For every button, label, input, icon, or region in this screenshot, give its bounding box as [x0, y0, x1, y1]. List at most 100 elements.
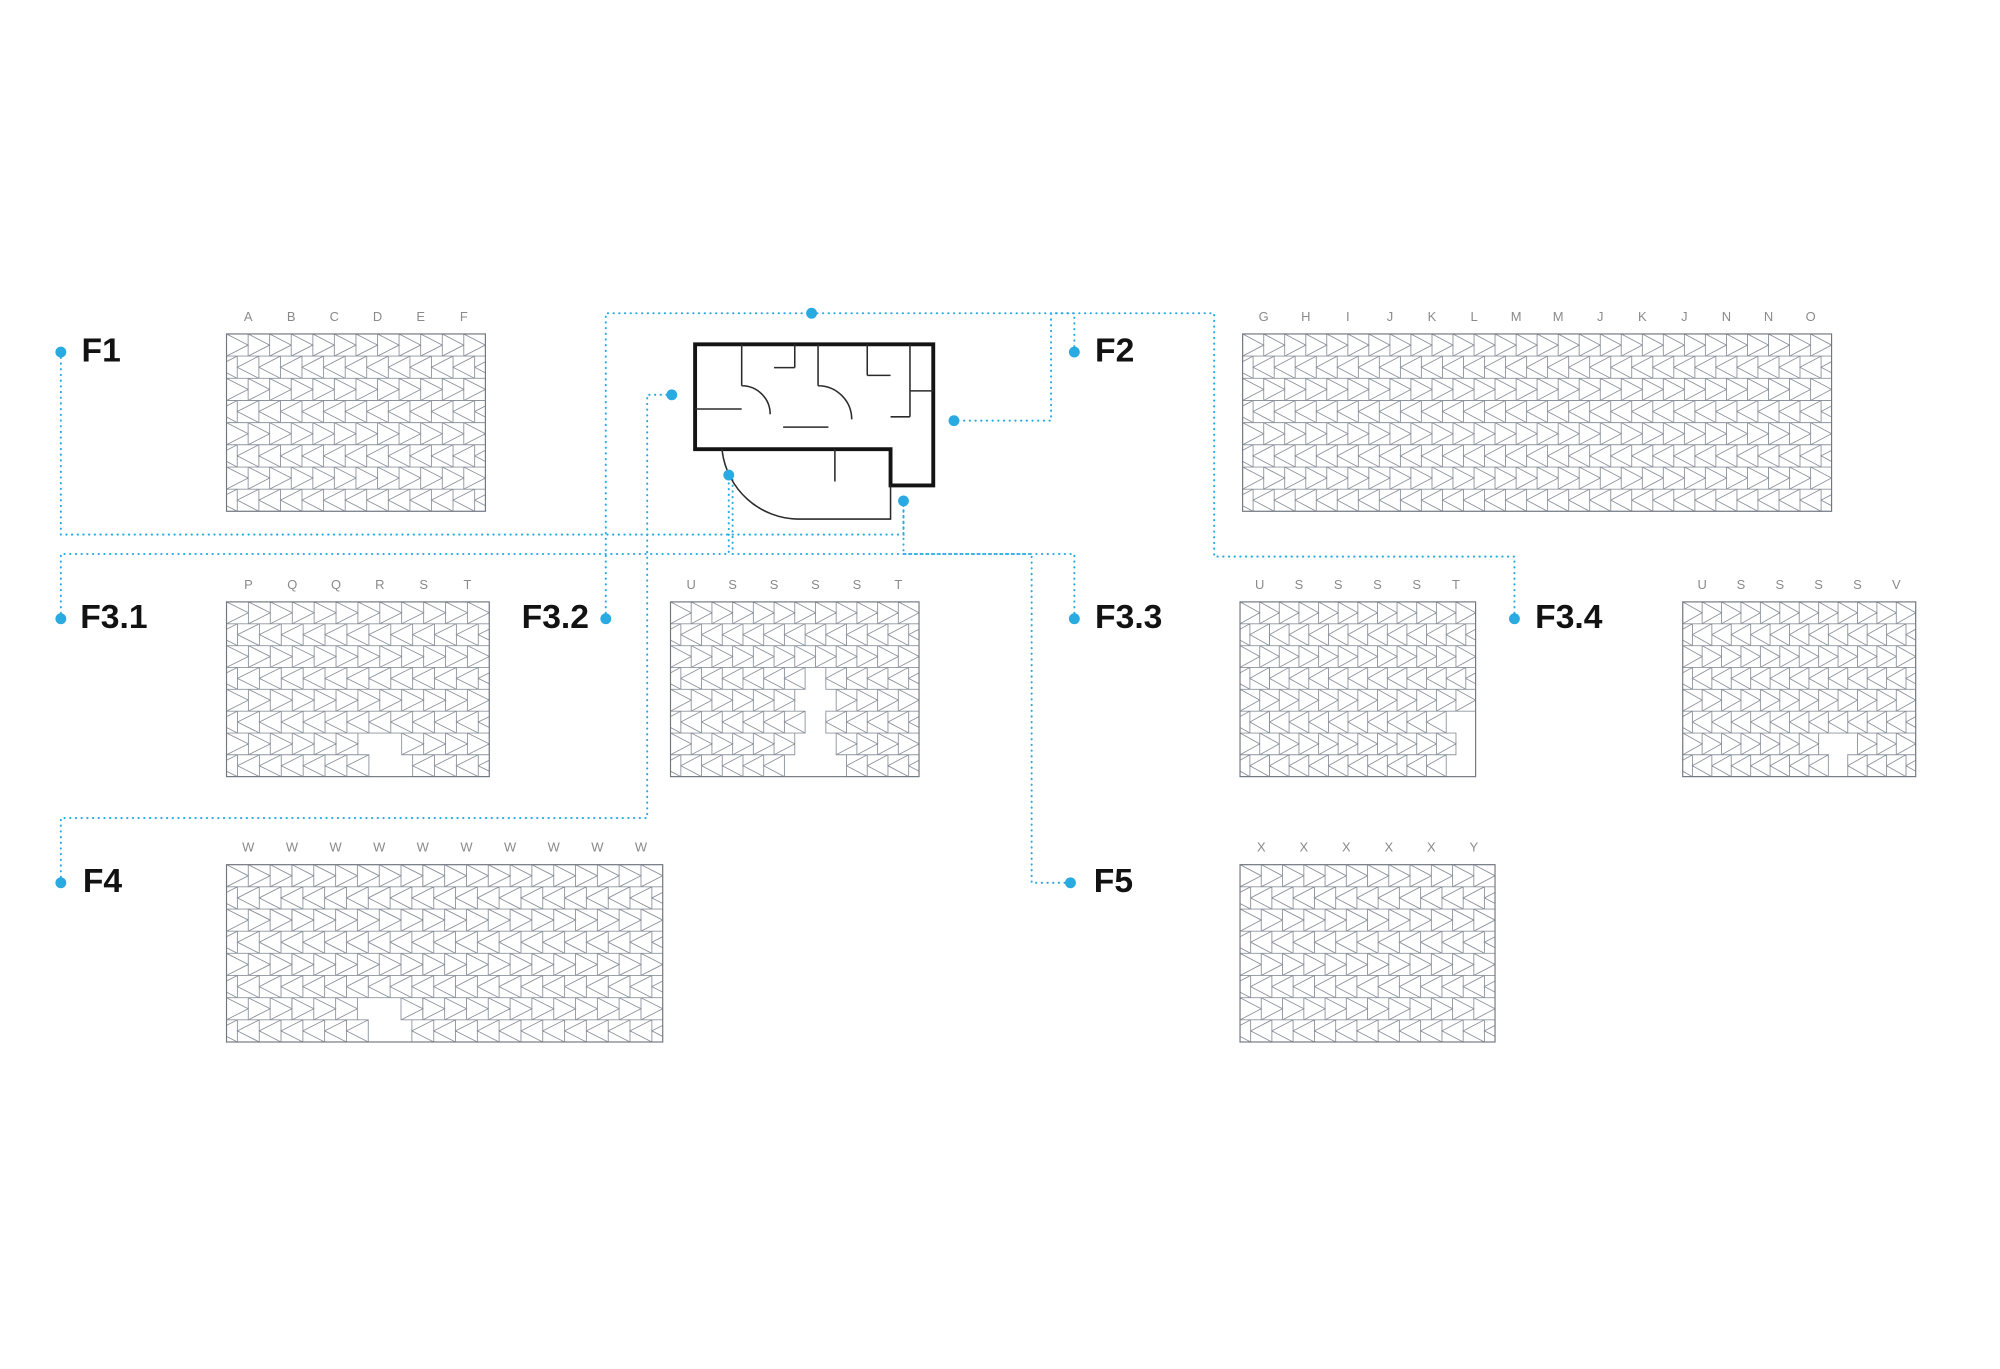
column-letter: C	[330, 309, 339, 324]
column-letter: M	[1553, 309, 1564, 324]
plan-dot	[898, 495, 909, 507]
column-letter: S	[1412, 577, 1421, 592]
floor-plan	[693, 342, 936, 520]
column-letter: U	[687, 577, 696, 592]
column-letter: W	[242, 840, 255, 855]
column-letter: W	[417, 840, 430, 855]
column-letter: Q	[331, 577, 341, 592]
facade-label-f3-3: F3.3	[1095, 597, 1163, 636]
leader-dot-f4	[55, 877, 67, 889]
column-letter: W	[548, 840, 561, 855]
facade-label-f4: F4	[82, 861, 123, 900]
facade-panels	[1240, 601, 1476, 777]
leader-line-F3.2	[604, 312, 809, 620]
facade-label-f3-2: F3.2	[521, 597, 589, 636]
column-letter: S	[1775, 577, 1784, 592]
floor-plan-lower-extension	[721, 449, 892, 520]
leader-dot-f2	[1068, 346, 1080, 358]
leader-dot-f3-4	[1509, 613, 1520, 625]
floor-plan-outer-walls	[693, 342, 936, 488]
facade-panels	[1240, 864, 1496, 1042]
facade-label-f2: F2	[1095, 330, 1135, 370]
column-letter: P	[244, 577, 253, 592]
facade-panels	[670, 601, 920, 777]
facade-panels	[226, 864, 663, 1042]
facade-panels	[1682, 601, 1916, 777]
column-letter: S	[853, 577, 862, 592]
facade-label-f3-1: F3.1	[80, 597, 148, 636]
facade-outline	[225, 601, 490, 778]
leader-dot-f5	[1065, 877, 1076, 889]
leader-dot-f3-3	[1068, 613, 1080, 625]
column-letter: M	[1511, 309, 1522, 324]
leader-line-F5	[731, 477, 1072, 884]
column-letter: L	[1470, 309, 1477, 324]
column-letter: V	[1892, 577, 1901, 592]
column-letter: X	[1342, 840, 1351, 855]
column-letter: Y	[1469, 840, 1478, 855]
leader-line-F3.1	[59, 477, 730, 620]
column-letter: S	[1737, 577, 1746, 592]
column-letter: S	[770, 577, 779, 592]
facade-panels	[226, 601, 490, 777]
column-letter: W	[591, 840, 604, 855]
column-letter: J	[1681, 309, 1687, 324]
column-letter: K	[1638, 309, 1647, 324]
column-letter: S	[728, 577, 737, 592]
column-letter: A	[244, 309, 253, 324]
leader-dot-f3-1	[55, 613, 67, 625]
column-letter: S	[1853, 577, 1862, 592]
column-letter: E	[416, 309, 425, 324]
facade-outline	[225, 333, 486, 512]
column-letter: J	[1387, 309, 1393, 324]
leader-dot-f3-2	[600, 613, 612, 625]
column-letter: O	[1806, 309, 1816, 324]
column-letter: J	[1597, 309, 1603, 324]
column-letter: S	[1814, 577, 1823, 592]
column-letter: S	[419, 577, 428, 592]
column-letter: X	[1384, 840, 1393, 855]
column-letter: K	[1428, 309, 1437, 324]
facade-outline	[1239, 601, 1477, 778]
facade-label-f1: F1	[81, 330, 121, 370]
facade-panels	[1242, 333, 1832, 512]
column-letter: S	[811, 577, 820, 592]
column-letter: D	[373, 309, 382, 324]
column-letter: Q	[287, 577, 297, 592]
column-letter: T	[894, 577, 902, 592]
facade-outline	[1242, 333, 1833, 512]
column-letter: W	[504, 840, 517, 855]
column-letter: N	[1764, 309, 1773, 324]
facade-outline	[1682, 601, 1917, 778]
column-letter: W	[373, 840, 386, 855]
leader-dots-layer	[55, 307, 1520, 889]
plan-dot	[666, 389, 678, 401]
facade-outline	[669, 601, 920, 778]
column-letter: R	[375, 577, 384, 592]
column-letter: U	[1255, 577, 1264, 592]
facade-outline	[225, 864, 664, 1043]
column-letter: S	[1334, 577, 1343, 592]
column-letter: T	[1452, 577, 1460, 592]
facade-panels	[226, 333, 486, 512]
column-letter: S	[1373, 577, 1382, 592]
leader-line-F3.3	[902, 505, 1076, 620]
column-letter: X	[1257, 840, 1266, 855]
column-letter: W	[460, 840, 473, 855]
column-letter: F	[460, 309, 468, 324]
facade-label-f5: F5	[1093, 861, 1134, 900]
plan-dot	[948, 415, 960, 427]
column-letter: X	[1300, 840, 1309, 855]
column-letter: W	[286, 840, 299, 855]
column-letter: I	[1346, 309, 1350, 324]
column-letter: N	[1722, 309, 1731, 324]
floor-plan-interior-walls	[695, 344, 934, 482]
column-letter: U	[1697, 577, 1706, 592]
leader-dot-f1	[55, 346, 67, 358]
